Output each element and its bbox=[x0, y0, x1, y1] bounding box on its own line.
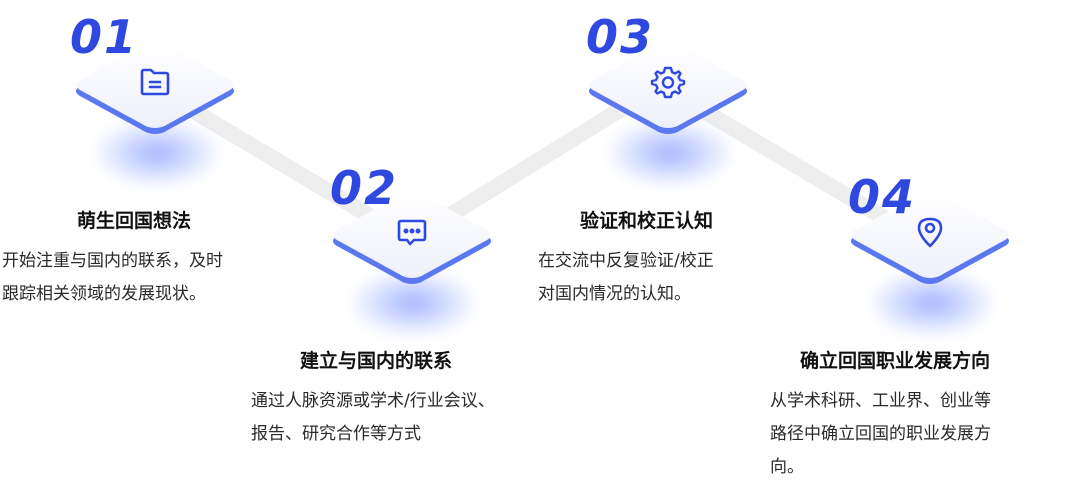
step-description: 在交流中反复验证/校正 对国内情况的认知。 bbox=[538, 245, 798, 311]
location-pin-icon bbox=[910, 212, 950, 252]
step-number: 03 bbox=[586, 10, 655, 64]
step-number: 01 bbox=[70, 10, 139, 64]
folder-document-icon bbox=[135, 62, 175, 102]
step-title: 确立回国职业发展方向 bbox=[800, 350, 991, 372]
step-description: 开始注重与国内的联系，及时 跟踪相关领域的发展现状。 bbox=[2, 245, 302, 311]
desc-line: 对国内情况的认知。 bbox=[538, 284, 691, 304]
desc-line: 通过人脉资源或学术/行业会议、 bbox=[251, 391, 495, 411]
tile bbox=[845, 188, 1015, 298]
desc-line: 从学术科研、工业界、创业等 bbox=[770, 391, 991, 411]
step-description: 从学术科研、工业界、创业等 路径中确立回国的职业发展方 向。 bbox=[770, 385, 1070, 484]
gear-icon bbox=[648, 62, 688, 102]
tile bbox=[70, 38, 240, 148]
desc-line: 向。 bbox=[770, 457, 804, 477]
step-number: 04 bbox=[848, 170, 917, 224]
desc-line: 跟踪相关领域的发展现状。 bbox=[2, 284, 206, 304]
step-title: 建立与国内的联系 bbox=[300, 350, 453, 372]
desc-line: 路径中确立回国的职业发展方 bbox=[770, 424, 991, 444]
desc-line: 报告、研究合作等方式 bbox=[251, 424, 421, 444]
message-dots-icon bbox=[392, 212, 432, 252]
step-title: 验证和校正认知 bbox=[580, 210, 714, 232]
step-description: 通过人脉资源或学术/行业会议、 报告、研究合作等方式 bbox=[251, 385, 591, 451]
step-number: 02 bbox=[330, 161, 399, 215]
tile bbox=[583, 38, 753, 148]
step-title: 萌生回国想法 bbox=[77, 210, 192, 232]
desc-line: 开始注重与国内的联系，及时 bbox=[2, 251, 223, 271]
desc-line: 在交流中反复验证/校正 bbox=[538, 251, 714, 271]
